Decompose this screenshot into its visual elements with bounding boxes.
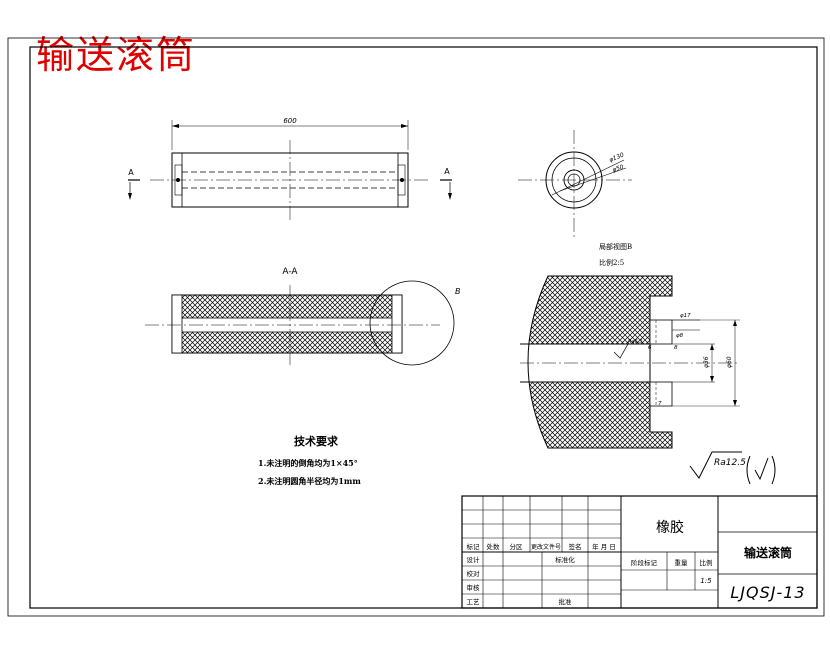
side-dia-outer: φ130 <box>608 152 625 164</box>
front-view: 600 A A <box>128 117 452 222</box>
hdr-mark: 标记 <box>467 542 481 551</box>
detail-dim-17: φ17 <box>680 313 691 319</box>
section-label: A-A <box>282 267 298 277</box>
tech-requirements: 技术要求 1.未注明的倒角均为1×45° 2.未注明圆角半径均为1mm <box>258 434 361 486</box>
section-mark-left: A <box>128 168 134 177</box>
hdr-count: 处数 <box>487 542 501 551</box>
std-label: 标准化 <box>555 555 575 564</box>
tech-heading: 技术要求 <box>294 434 339 448</box>
section-view: A-A B <box>145 267 461 366</box>
detail-view: 局部视图B 比例2:5 φ36 φ60 φ17 φ8 8 7 6 <box>520 242 740 449</box>
hdr-signature: 签名 <box>569 542 582 551</box>
side-view: φ130 φ50 <box>518 130 632 240</box>
detail-dim-6: 6 <box>648 345 652 351</box>
detail-scale: 比例2:5 <box>599 258 624 267</box>
part-name: 输送滚筒 <box>744 545 792 560</box>
surface-roughness: Ra12.5 <box>689 451 776 485</box>
tech-item-1: 1.未注明的倒角均为1×45° <box>258 458 358 468</box>
row-process: 工艺 <box>467 598 481 606</box>
detail-dim-8b: 8 <box>674 345 678 351</box>
banner-title: 输送滚筒 <box>36 33 197 77</box>
material: 橡胶 <box>656 519 684 536</box>
detail-roughness: Ra6.3 <box>628 339 643 345</box>
hdr-date: 年 月 日 <box>592 542 616 551</box>
inner-frame <box>29 46 818 609</box>
hdr-zone: 分区 <box>510 542 524 551</box>
row-design: 设计 <box>467 555 481 564</box>
side-dia-inner: φ50 <box>611 164 624 174</box>
stage-label: 阶段标记 <box>631 558 658 567</box>
roughness-label: Ra12.5 <box>714 458 746 468</box>
approve-label: 批准 <box>559 597 573 606</box>
detail-dim-60: φ60 <box>726 356 733 368</box>
detail-circle-label: B <box>455 287 461 296</box>
scale-value: 1:5 <box>700 577 712 585</box>
outer-frame <box>7 37 825 617</box>
detail-title: 局部视图B <box>599 242 632 251</box>
detail-dim-8a: φ8 <box>676 333 684 339</box>
tech-item-2: 2.未注明圆角半径均为1mm <box>258 476 361 486</box>
hdr-change-doc: 更改文件号 <box>531 543 561 551</box>
drawing-number: LJQSJ-13 <box>730 583 805 602</box>
detail-dim-7: 7 <box>658 401 662 407</box>
title-block: 标记 处数 分区 更改文件号 签名 年 月 日 设计 校对 审核 工艺 标准化 … <box>461 495 818 609</box>
row-review: 审核 <box>467 583 481 592</box>
row-check: 校对 <box>467 569 481 578</box>
length-dimension: 600 <box>283 117 297 125</box>
weight-label: 重量 <box>675 559 689 567</box>
ratio-label: 比例 <box>700 558 713 567</box>
detail-dim-36: φ36 <box>703 356 710 368</box>
section-mark-right: A <box>444 167 450 176</box>
